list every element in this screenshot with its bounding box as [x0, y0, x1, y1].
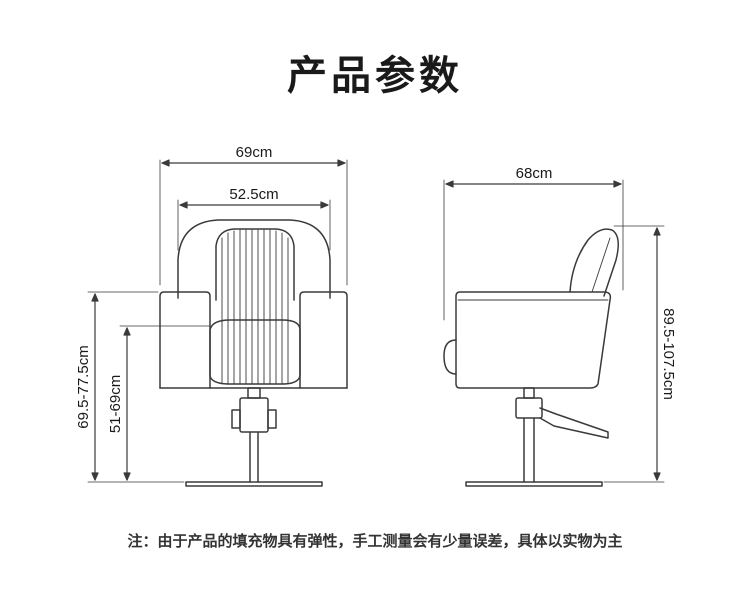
page-title: 产品参数 — [287, 53, 463, 99]
armrest-height-label: 69.5-77.5cm — [75, 345, 92, 428]
side-view-chair — [443, 228, 619, 487]
front-view-chair — [159, 219, 348, 487]
back-width-label: 52.5cm — [229, 186, 278, 203]
side-depth-label: 68cm — [516, 165, 553, 182]
total-height-label: 89.5-107.5cm — [660, 308, 677, 400]
disclaimer-note: 注：由于产品的填充物具有弹性，手工测量会有少量误差，具体以实物为主 — [127, 532, 623, 550]
front-dimensions — [87, 159, 348, 483]
side-dimensions — [443, 179, 665, 483]
front-width-label: 69cm — [236, 144, 273, 161]
seat-height-label: 51-69cm — [107, 375, 124, 433]
